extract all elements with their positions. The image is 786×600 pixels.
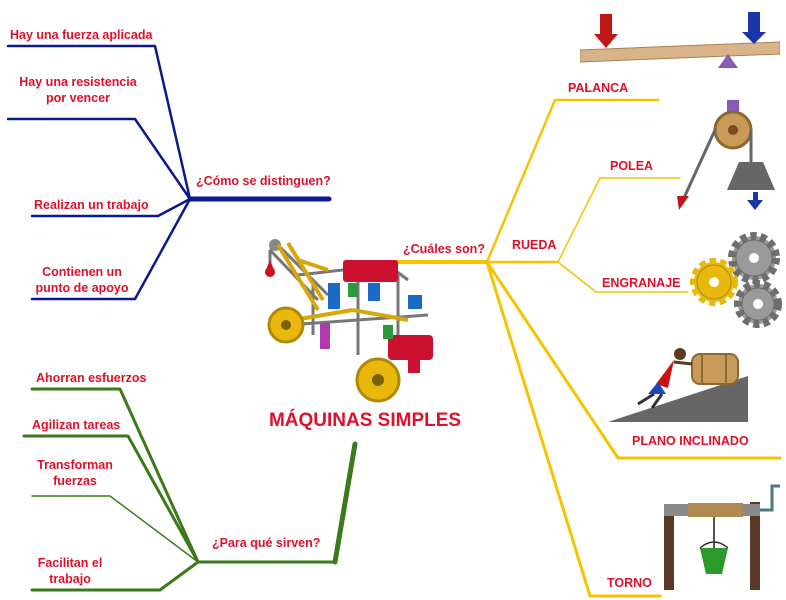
type-inclined-plane-label: PLANO INCLINADO xyxy=(632,434,749,448)
purpose-item-label: Transforman fuerzas xyxy=(37,458,113,488)
distinguish-item-label: Realizan un trabajo xyxy=(34,198,149,212)
distinguish-heading: ¿Cómo se distinguen? xyxy=(196,174,331,188)
type-pulley-label: POLEA xyxy=(610,159,654,173)
types-heading: ¿Cuáles son? xyxy=(403,242,485,256)
person-pushing-barrel-icon xyxy=(608,348,748,422)
type-winch-label: TORNO xyxy=(607,576,652,590)
gears-icon xyxy=(690,232,782,328)
distinguish-item-label: Contienen un punto de apoyo xyxy=(35,265,129,295)
distinguish-item-label: Hay una resistencia por vencer xyxy=(19,75,137,105)
well-winch-icon xyxy=(664,484,780,590)
type-lever-label: PALANCA xyxy=(568,81,629,95)
distinguish-item-label: Hay una fuerza aplicada xyxy=(10,28,153,42)
purpose-heading: ¿Para qué sirven? xyxy=(212,536,321,550)
pulley-icon xyxy=(677,100,775,210)
purpose-branches xyxy=(22,387,358,592)
purpose-item-label: Facilitan el trabajo xyxy=(37,556,103,586)
distinguish-branches xyxy=(6,44,332,301)
type-wheel-label: RUEDA xyxy=(512,238,557,252)
toy-machine-model-icon xyxy=(265,239,433,403)
type-gear-label: ENGRANAJE xyxy=(602,276,681,290)
lever-seesaw-icon xyxy=(580,12,780,68)
types-branches xyxy=(394,98,782,598)
central-title: MÁQUINAS SIMPLES xyxy=(268,410,462,431)
purpose-item-label: Agilizan tareas xyxy=(32,418,121,432)
purpose-item-label: Ahorran esfuerzos xyxy=(36,371,147,385)
